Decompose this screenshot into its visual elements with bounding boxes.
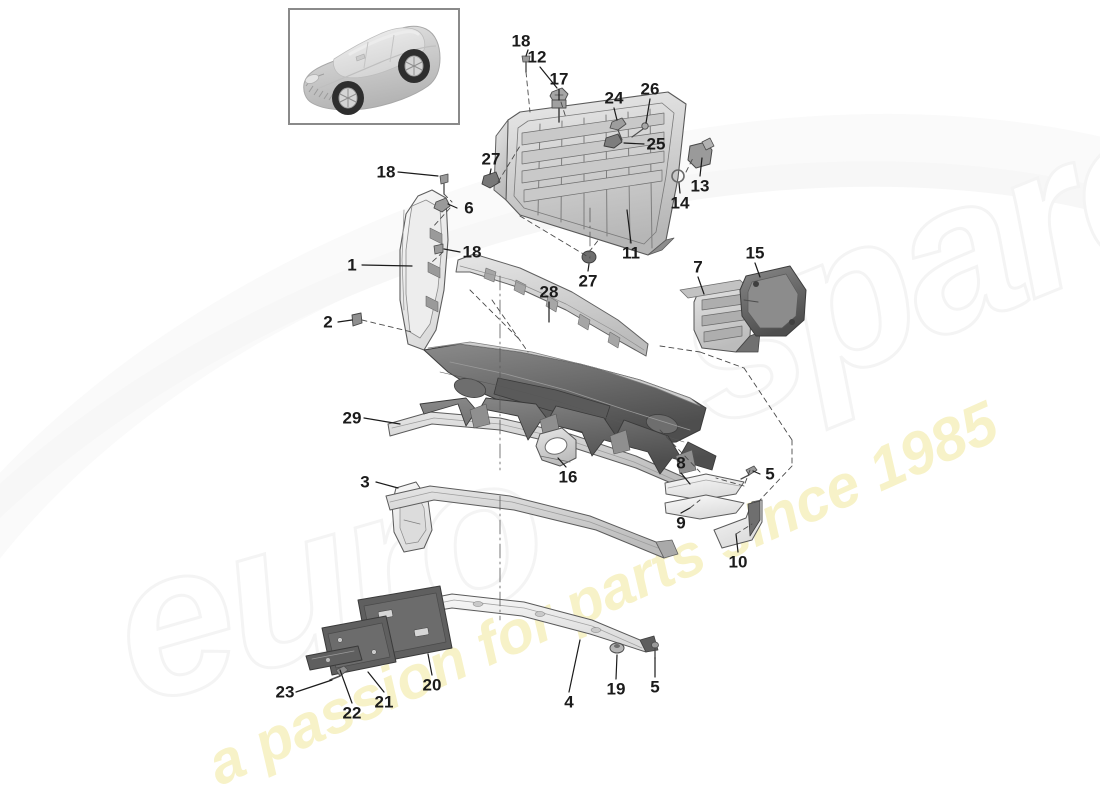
callout-26[interactable]: 26 — [640, 79, 660, 99]
callout-3[interactable]: 3 — [360, 472, 370, 492]
callout-22[interactable]: 22 — [342, 703, 362, 723]
callout-14[interactable]: 14 — [670, 193, 690, 213]
part-18-clip-top — [521, 55, 531, 73]
callout-4[interactable]: 4 — [564, 692, 574, 712]
callout-5-bottom[interactable]: 5 — [650, 677, 660, 697]
callout-20[interactable]: 20 — [422, 675, 442, 695]
callout-18-top[interactable]: 18 — [511, 31, 531, 51]
callout-21[interactable]: 21 — [374, 692, 394, 712]
part-5-screw-bottom — [651, 641, 659, 659]
part-7-air-intake-grille — [679, 279, 761, 353]
part-14-sensor-ring — [671, 169, 685, 183]
callout-1[interactable]: 1 — [347, 255, 357, 275]
part-11-radiator-grille — [493, 91, 687, 256]
callout-27-left[interactable]: 27 — [481, 149, 501, 169]
part-15-side-bracket — [739, 265, 807, 337]
callout-7[interactable]: 7 — [693, 257, 703, 277]
part-28-upper-grille-trim — [455, 253, 649, 357]
part-25-bracket-clip — [603, 133, 623, 149]
callout-18-left-lower[interactable]: 18 — [462, 242, 482, 262]
callout-2[interactable]: 2 — [323, 312, 333, 332]
leader-lines — [295, 49, 761, 704]
part-18-clip-left-lower — [433, 243, 444, 255]
callout-10[interactable]: 10 — [728, 552, 748, 572]
callout-15[interactable]: 15 — [745, 243, 765, 263]
part-1-bumper-cover — [399, 189, 449, 351]
part-2-clip-fastener — [351, 312, 363, 327]
part-18-clip-left-upper — [439, 173, 449, 195]
part-6-clip — [433, 197, 451, 213]
callout-27-lower[interactable]: 27 — [578, 271, 598, 291]
part-16-fog-lamp-bezel — [535, 427, 577, 467]
callout-18-left-upper[interactable]: 18 — [376, 162, 396, 182]
callout-5-upper[interactable]: 5 — [765, 464, 775, 484]
part-26-pin — [631, 122, 649, 138]
callout-24[interactable]: 24 — [604, 88, 624, 108]
part-1-bumper-fascia-main — [423, 341, 707, 445]
part-27-plug-cap-lower — [581, 250, 597, 264]
callout-13[interactable]: 13 — [690, 176, 710, 196]
part-17-bolt — [551, 99, 567, 123]
part-3-lower-valance — [385, 485, 679, 559]
callout-28[interactable]: 28 — [539, 282, 559, 302]
part-23-screw — [329, 665, 349, 681]
callout-16[interactable]: 16 — [558, 467, 578, 487]
part-21-license-plate-holder — [321, 615, 397, 676]
part-22-mounting-strip — [305, 645, 363, 671]
assembly-guide-lines — [361, 71, 793, 535]
callout-29[interactable]: 29 — [342, 408, 362, 428]
part-13-sensor-housing — [687, 137, 715, 169]
callout-8[interactable]: 8 — [676, 453, 686, 473]
callout-9[interactable]: 9 — [676, 513, 686, 533]
callout-23[interactable]: 23 — [275, 682, 295, 702]
part-9-cover-panel-lower — [664, 494, 745, 520]
vehicle-thumbnail-icon — [303, 25, 441, 115]
centerlines — [499, 207, 591, 621]
callout-12[interactable]: 12 — [527, 47, 547, 67]
callout-6[interactable]: 6 — [464, 198, 474, 218]
callout-25[interactable]: 25 — [646, 134, 666, 154]
callout-19[interactable]: 19 — [606, 679, 626, 699]
callout-17[interactable]: 17 — [549, 69, 569, 89]
part-10-corner-trim-bracket — [713, 499, 763, 549]
part-27-plug-cap-left — [481, 171, 501, 189]
vehicle-thumbnail-frame — [288, 8, 460, 125]
callout-11[interactable]: 11 — [622, 243, 640, 263]
part-19-grommet — [609, 642, 625, 654]
part-29-crossmember — [419, 397, 717, 475]
